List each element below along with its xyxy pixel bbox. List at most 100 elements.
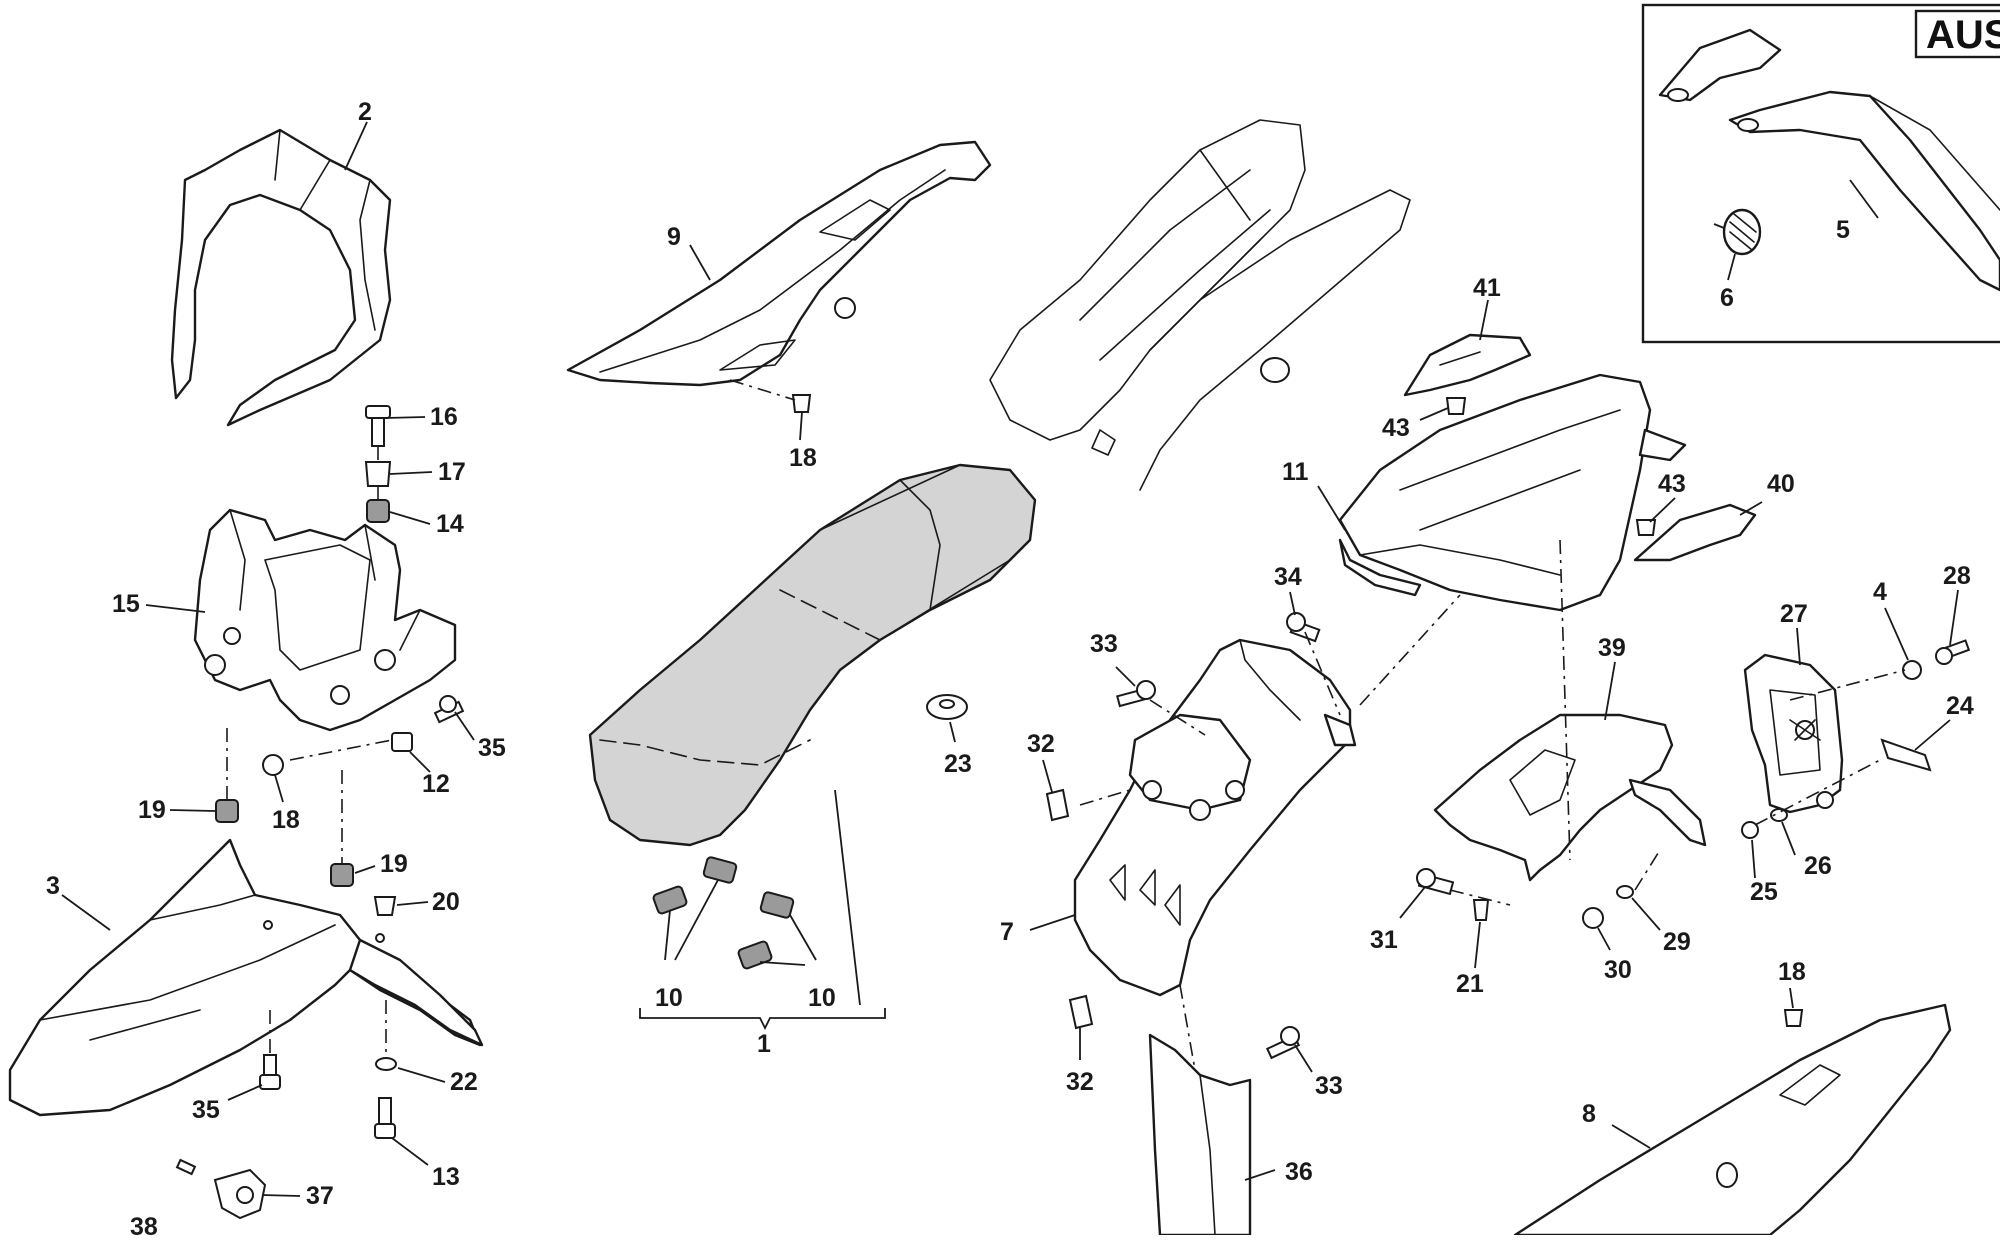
seat-seam-front: [599, 739, 811, 766]
part-9-side-cover: [566, 140, 992, 413]
undertray-hole-b: [1189, 799, 1211, 821]
callout-9: 9: [667, 223, 681, 251]
leader-14: [389, 511, 431, 525]
axis-4: [1789, 669, 1906, 701]
bracket-edges: [229, 509, 421, 651]
callout-10a: 10: [655, 984, 683, 1012]
part-28-screw-head: [1935, 647, 1953, 665]
part-2-headlight-cowl: [170, 128, 392, 427]
fender-creases: [39, 894, 336, 1041]
leader-33a: [1115, 666, 1136, 687]
hardware-12-35: [262, 695, 465, 776]
callout-27: 27: [1780, 600, 1808, 628]
bracket-edge: [1869, 95, 2000, 211]
seat-seam-mid: [779, 589, 881, 641]
axis-32a: [1079, 789, 1131, 806]
part-33-screw-bottom-head: [1280, 1026, 1300, 1046]
callout-26: 26: [1804, 852, 1832, 880]
leader-39: [1604, 661, 1616, 721]
callout-18c: 18: [1778, 958, 1806, 986]
subframe-bushing: [1260, 357, 1290, 383]
hardware-stack-top: [364, 405, 392, 523]
leader-17: [389, 471, 433, 475]
plate-outline: [1743, 653, 1844, 814]
part-32-clip-bottom: [1068, 994, 1094, 1030]
axis-mudflap: [1179, 984, 1196, 1071]
fender-outline: [8, 838, 482, 1117]
side-cover-right-vent: [1779, 1064, 1841, 1106]
leader-10a-2: [674, 879, 719, 961]
leader-37: [261, 1194, 301, 1197]
part-35-screw-head: [439, 695, 457, 713]
undertray-hardware: [1045, 594, 1461, 1060]
callout-37: 37: [306, 1182, 334, 1210]
part-35-bolt-lower-head: [259, 1074, 281, 1090]
leader-16: [384, 416, 426, 419]
undertray-hole-c: [1225, 780, 1245, 800]
axis-39: [1559, 539, 1571, 861]
leader-22: [397, 1067, 446, 1083]
side-cover-slot: [719, 339, 796, 371]
callout-17: 17: [438, 458, 466, 486]
leader-2: [344, 121, 368, 171]
leader-29: [1631, 897, 1661, 931]
axis-31: [1449, 889, 1511, 906]
tail-tip: [1638, 428, 1687, 462]
part-13-bolt-head: [374, 1123, 396, 1139]
bracket-hole-a: [204, 654, 226, 676]
part-19-grommet-left: [215, 799, 239, 823]
callout-13: 13: [432, 1163, 460, 1191]
callout-29: 29: [1663, 928, 1691, 956]
callout-30: 30: [1604, 956, 1632, 984]
leader-43a: [1419, 407, 1449, 421]
callout-21: 21: [1456, 970, 1484, 998]
callout-19b: 19: [380, 850, 408, 878]
leader-19a: [169, 809, 216, 812]
subframe-rail: [1139, 189, 1411, 491]
callout-35a: 35: [478, 734, 506, 762]
callout-16: 16: [430, 403, 458, 431]
leader-28: [1949, 589, 1959, 646]
mudflap-edge: [1199, 1074, 1216, 1236]
part-38-screw: [175, 1158, 197, 1176]
part-43-nut-top: [1445, 397, 1467, 415]
leader-19b: [354, 865, 376, 874]
inset-label: AUS: [1926, 13, 2000, 57]
leader-11: [1317, 485, 1346, 531]
part-21-spacer: [1472, 899, 1490, 921]
callout-7: 7: [1000, 918, 1014, 946]
callout-2: 2: [358, 98, 372, 126]
axis-29: [1634, 849, 1661, 891]
part-19-grommet-right: [330, 863, 354, 887]
leader-lines: [61, 121, 1959, 1197]
undertray-hole-a: [1142, 780, 1162, 800]
part-18-nut-right: [1783, 1009, 1804, 1027]
callout-35b: 35: [192, 1096, 220, 1124]
leader-13: [391, 1137, 429, 1166]
cover-41-crease: [1439, 351, 1481, 366]
subframe-tubes: [1079, 149, 1271, 361]
fender-hardware: [215, 728, 397, 1139]
part-18-nut-mid: [791, 394, 812, 413]
part-1-seat: [588, 463, 1037, 1031]
leader-18a: [274, 774, 284, 803]
clamp-hole: [236, 1186, 254, 1204]
part-4-washer: [1902, 660, 1922, 680]
part-41-cover: [1403, 333, 1532, 415]
leader-9: [689, 244, 711, 281]
inset-label-box: [1914, 9, 2000, 59]
part-10-mount-d: [737, 940, 773, 970]
reflector-hatch: [1729, 213, 1757, 251]
part-12-spacer: [391, 732, 413, 752]
cowl-outline: [170, 128, 392, 427]
bracket-hole-c: [374, 649, 396, 671]
leader-15: [145, 604, 206, 613]
part-10-mount-b: [702, 856, 738, 884]
part-23-washer-hole: [939, 699, 955, 709]
plate-cross: [1789, 719, 1821, 741]
leader-40: [1739, 501, 1763, 516]
part-18-nut-left: [262, 754, 284, 776]
side-cover-right-hole: [1716, 1162, 1738, 1188]
